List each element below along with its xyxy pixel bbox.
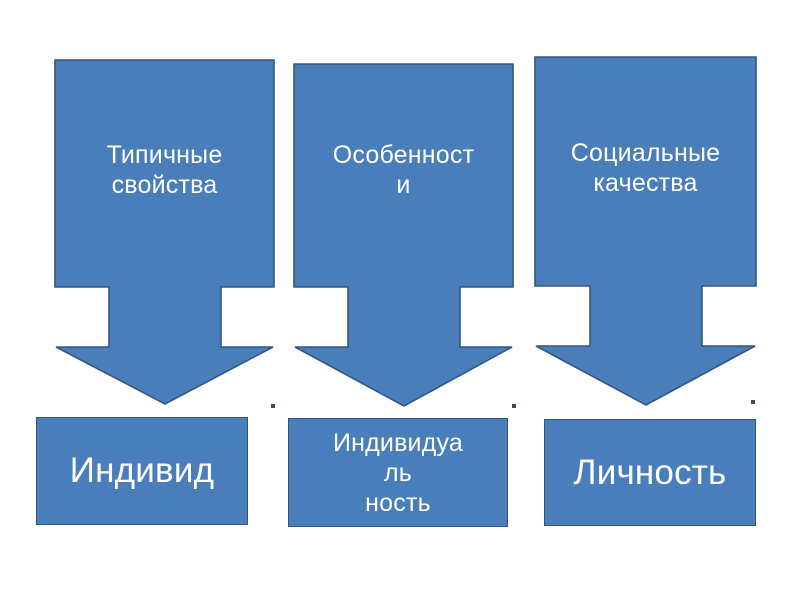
- result-box-individ[interactable]: Индивид: [36, 417, 248, 525]
- result-box-personality[interactable]: Личность: [544, 419, 756, 526]
- marker-dot-left: [271, 404, 275, 408]
- result-label-personality: Личность: [573, 452, 727, 492]
- arrow-callout-features[interactable]: Особенност и: [293, 63, 514, 408]
- down-arrow-callout-shape-3: [534, 56, 757, 406]
- arrow-callout-typical-properties[interactable]: Типичные свойства: [54, 59, 275, 406]
- down-arrow-callout-shape-2: [293, 63, 514, 407]
- result-box-individuality[interactable]: Индивидуа ль ность: [288, 418, 508, 527]
- down-arrow-callout-shape-1: [54, 59, 275, 405]
- marker-dot-right: [751, 400, 755, 404]
- arrow-callout-social-qualities[interactable]: Социальные качества: [534, 56, 757, 407]
- marker-dot-middle: [512, 404, 516, 408]
- result-label-individ: Индивид: [69, 451, 215, 490]
- result-label-individuality: Индивидуа ль ность: [332, 428, 464, 517]
